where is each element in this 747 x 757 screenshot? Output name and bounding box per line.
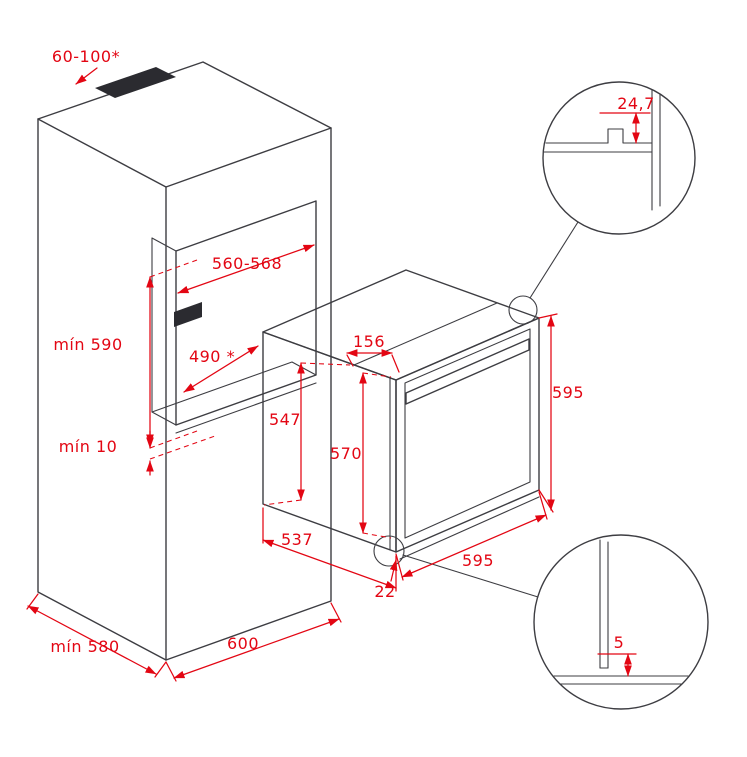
niche-interior-wall <box>151 237 177 426</box>
dim-detail-top-label: 24,7 <box>617 94 655 113</box>
dim-oven-depth: 537 <box>262 507 397 592</box>
dim-niche-depth-label: 490 * <box>189 347 235 366</box>
dim-oven-depth-label: 537 <box>281 530 313 549</box>
dim-547: 547 <box>263 362 351 506</box>
dim-front-lip: 22 <box>374 559 398 601</box>
dim-570-label: 570 <box>330 444 362 463</box>
power-socket <box>174 302 202 327</box>
cabinet-right-face <box>165 127 332 661</box>
dim-niche-height-label: mín 590 <box>53 335 122 354</box>
dim-detail-bottom-label: 5 <box>614 633 625 652</box>
detail-callout-bottom: 5 <box>533 534 709 710</box>
cabinet <box>37 61 332 661</box>
dim-niche-depth: 490 * <box>183 345 259 393</box>
detail-top-drawing <box>543 89 661 211</box>
detail-callout-top: 24,7 <box>542 81 696 235</box>
dim-top-inset: 156 <box>346 332 400 373</box>
dim-front-lip-label: 22 <box>374 582 395 601</box>
niche-floor <box>151 361 317 413</box>
cabinet-top-face <box>37 61 332 188</box>
dim-oven-width: 595 <box>395 491 548 581</box>
dim-oven-width-label: 595 <box>462 551 494 570</box>
dim-top-inset-label: 156 <box>353 332 385 351</box>
dim-niche-width: 560-568 <box>177 244 315 294</box>
dim-cabinet-depth-label: mín 580 <box>50 637 119 656</box>
dim-niche-width-label: 560-568 <box>212 254 282 273</box>
detail-bottom-drawing <box>553 539 689 685</box>
oven-door-handle <box>405 338 530 405</box>
dim-bottom-gap-label: mín 10 <box>59 437 118 456</box>
dim-oven-height-label: 595 <box>552 383 584 402</box>
dim-570: 570 <box>330 372 392 539</box>
dim-detail-top: 24,7 <box>599 94 655 144</box>
dim-detail-bottom: 5 <box>597 633 637 677</box>
dim-547-label: 547 <box>269 410 301 429</box>
dim-cabinet-depth: mín 580 <box>26 593 167 678</box>
oven-door-lip <box>399 496 540 560</box>
vent-cutout <box>95 67 176 98</box>
callout-connector-top <box>529 221 579 299</box>
dim-cabinet-width-label: 600 <box>227 634 259 653</box>
cabinet-left-face <box>37 118 167 661</box>
niche-shelf-line <box>175 382 317 434</box>
dim-oven-height: 595 <box>538 313 584 513</box>
oven-door-frame <box>404 328 531 539</box>
dim-bottom-gap: mín 10 <box>59 430 216 476</box>
dim-vent-label: 60-100* <box>52 47 120 66</box>
oven <box>262 269 540 560</box>
dim-vent: 60-100* <box>52 47 120 85</box>
detail-bottom-circle <box>533 534 709 710</box>
dim-cabinet-width: 600 <box>165 602 342 682</box>
detail-marker-circle-top <box>508 295 538 325</box>
detail-top-circle <box>542 81 696 235</box>
dimensions: 60-100* 560-568 mín 590 490 * mín 10 1 <box>26 47 584 682</box>
dim-niche-height: mín 590 <box>53 259 198 449</box>
oven-niche <box>151 200 317 434</box>
